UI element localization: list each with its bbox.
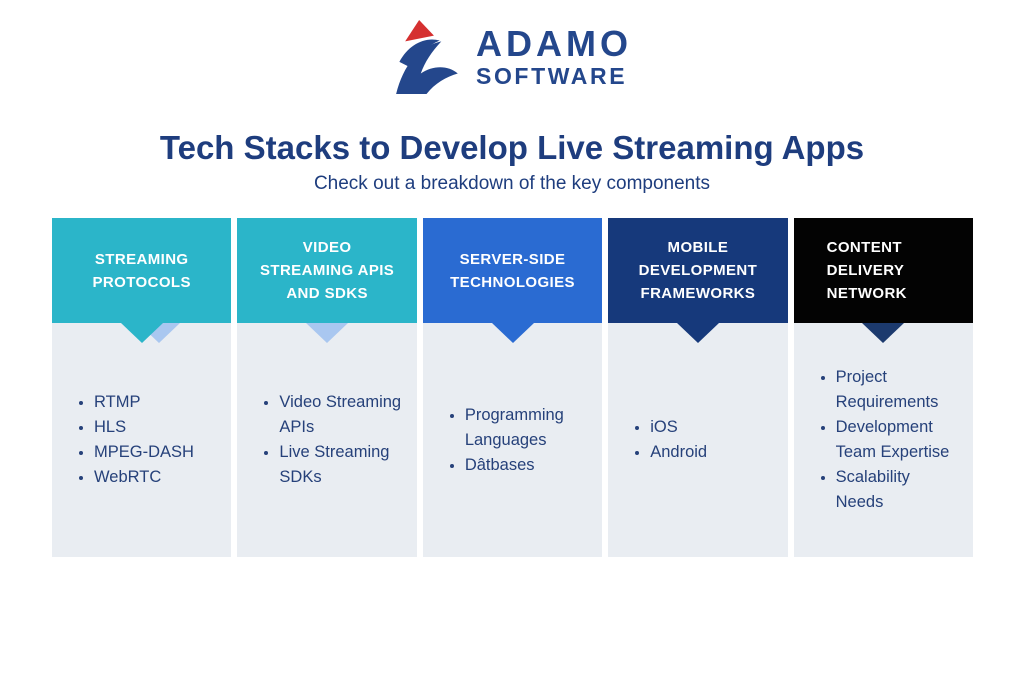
logo-company-name: ADAMO (476, 23, 632, 64)
list-item: Live Streaming SDKs (279, 440, 401, 490)
down-arrow-icon (120, 323, 163, 343)
column-header: CONTENT DELIVERY NETWORK (793, 218, 974, 323)
column-body: Programming Languages Dâtbases (422, 323, 603, 557)
list-item: MPEG-DASH (94, 440, 216, 465)
column-header-line: PROTOCOLS (92, 273, 191, 291)
page-subtitle: Check out a breakdown of the key compone… (313, 173, 711, 194)
logo-lower-swoosh-shape (396, 41, 458, 94)
list-item: Development Team Expertise (836, 415, 958, 465)
column-header-line: NETWORK (826, 285, 907, 302)
down-arrow-icon (491, 323, 534, 343)
column-header: VIDEO STREAMING APIS AND SDKS (237, 218, 417, 323)
column-body: Project Requirements Development Team Ex… (793, 323, 974, 557)
column-body: RTMP HLS MPEG-DASH WebRTC (52, 323, 232, 557)
column-header-line: VIDEO (302, 239, 352, 256)
list-item: Scalability Needs (836, 465, 958, 515)
column-header: STREAMING PROTOCOLS (52, 218, 232, 323)
column-streaming-protocols: STREAMING PROTOCOLS RTMP HLS MPEG-DASH W… (52, 218, 232, 557)
column-header-line: CONTENT (826, 239, 902, 256)
list-item: Video Streaming APIs (279, 390, 401, 440)
bullet-list: iOS Android (650, 415, 772, 465)
list-item: RTMP (94, 390, 216, 415)
logo-text: ADAMO SOFTWARE (476, 23, 632, 90)
list-item: Programming Languages (465, 403, 587, 453)
column-header-line: STREAMING (94, 250, 189, 268)
bullet-list: Programming Languages Dâtbases (465, 403, 587, 478)
column-header-line: AND SDKS (286, 285, 368, 302)
column-header-line: DEVELOPMENT (638, 262, 758, 279)
bullet-list: RTMP HLS MPEG-DASH WebRTC (94, 390, 216, 490)
list-item: Dâtbases (465, 453, 587, 478)
column-content-delivery-network: CONTENT DELIVERY NETWORK Project Require… (793, 218, 974, 557)
list-item: WebRTC (94, 465, 216, 490)
tech-stack-columns: STREAMING PROTOCOLS RTMP HLS MPEG-DASH W… (52, 218, 974, 557)
down-arrow-icon (862, 323, 905, 343)
column-header: MOBILE DEVELOPMENT FRAMEWORKS (608, 218, 788, 323)
list-item: HLS (94, 415, 216, 440)
logo-red-flag-shape (405, 20, 434, 42)
column-header: SERVER-SIDE TECHNOLOGIES (422, 218, 603, 323)
page-title: Tech Stacks to Develop Live Streaming Ap… (159, 129, 865, 166)
column-header-line: TECHNOLOGIES (450, 273, 575, 291)
column-body: Video Streaming APIs Live Streaming SDKs (237, 323, 417, 557)
column-mobile-development-frameworks: MOBILE DEVELOPMENT FRAMEWORKS iOS Androi… (608, 218, 788, 557)
list-item: Project Requirements (836, 365, 958, 415)
adamo-logo: ADAMO SOFTWARE (0, 0, 1024, 100)
column-body: iOS Android (608, 323, 788, 557)
down-arrow-icon (306, 323, 349, 343)
column-header-line: SERVER-SIDE (459, 250, 566, 268)
bullet-list: Video Streaming APIs Live Streaming SDKs (279, 390, 401, 490)
list-item: Android (650, 440, 772, 465)
logo-tagline: SOFTWARE (476, 63, 628, 89)
list-item: iOS (650, 415, 772, 440)
column-server-side-technologies: SERVER-SIDE TECHNOLOGIES Programming Lan… (422, 218, 603, 557)
column-header-line: DELIVERY (826, 262, 905, 279)
column-header-line: STREAMING APIS (259, 262, 395, 279)
column-header-line: FRAMEWORKS (640, 285, 756, 302)
adamo-logo-mark-icon (396, 20, 458, 94)
down-arrow-icon (676, 323, 719, 343)
column-video-streaming-apis-and-sdks: VIDEO STREAMING APIS AND SDKS Video Stre… (237, 218, 417, 557)
column-header-line: MOBILE (667, 239, 729, 256)
bullet-list: Project Requirements Development Team Ex… (836, 365, 958, 515)
